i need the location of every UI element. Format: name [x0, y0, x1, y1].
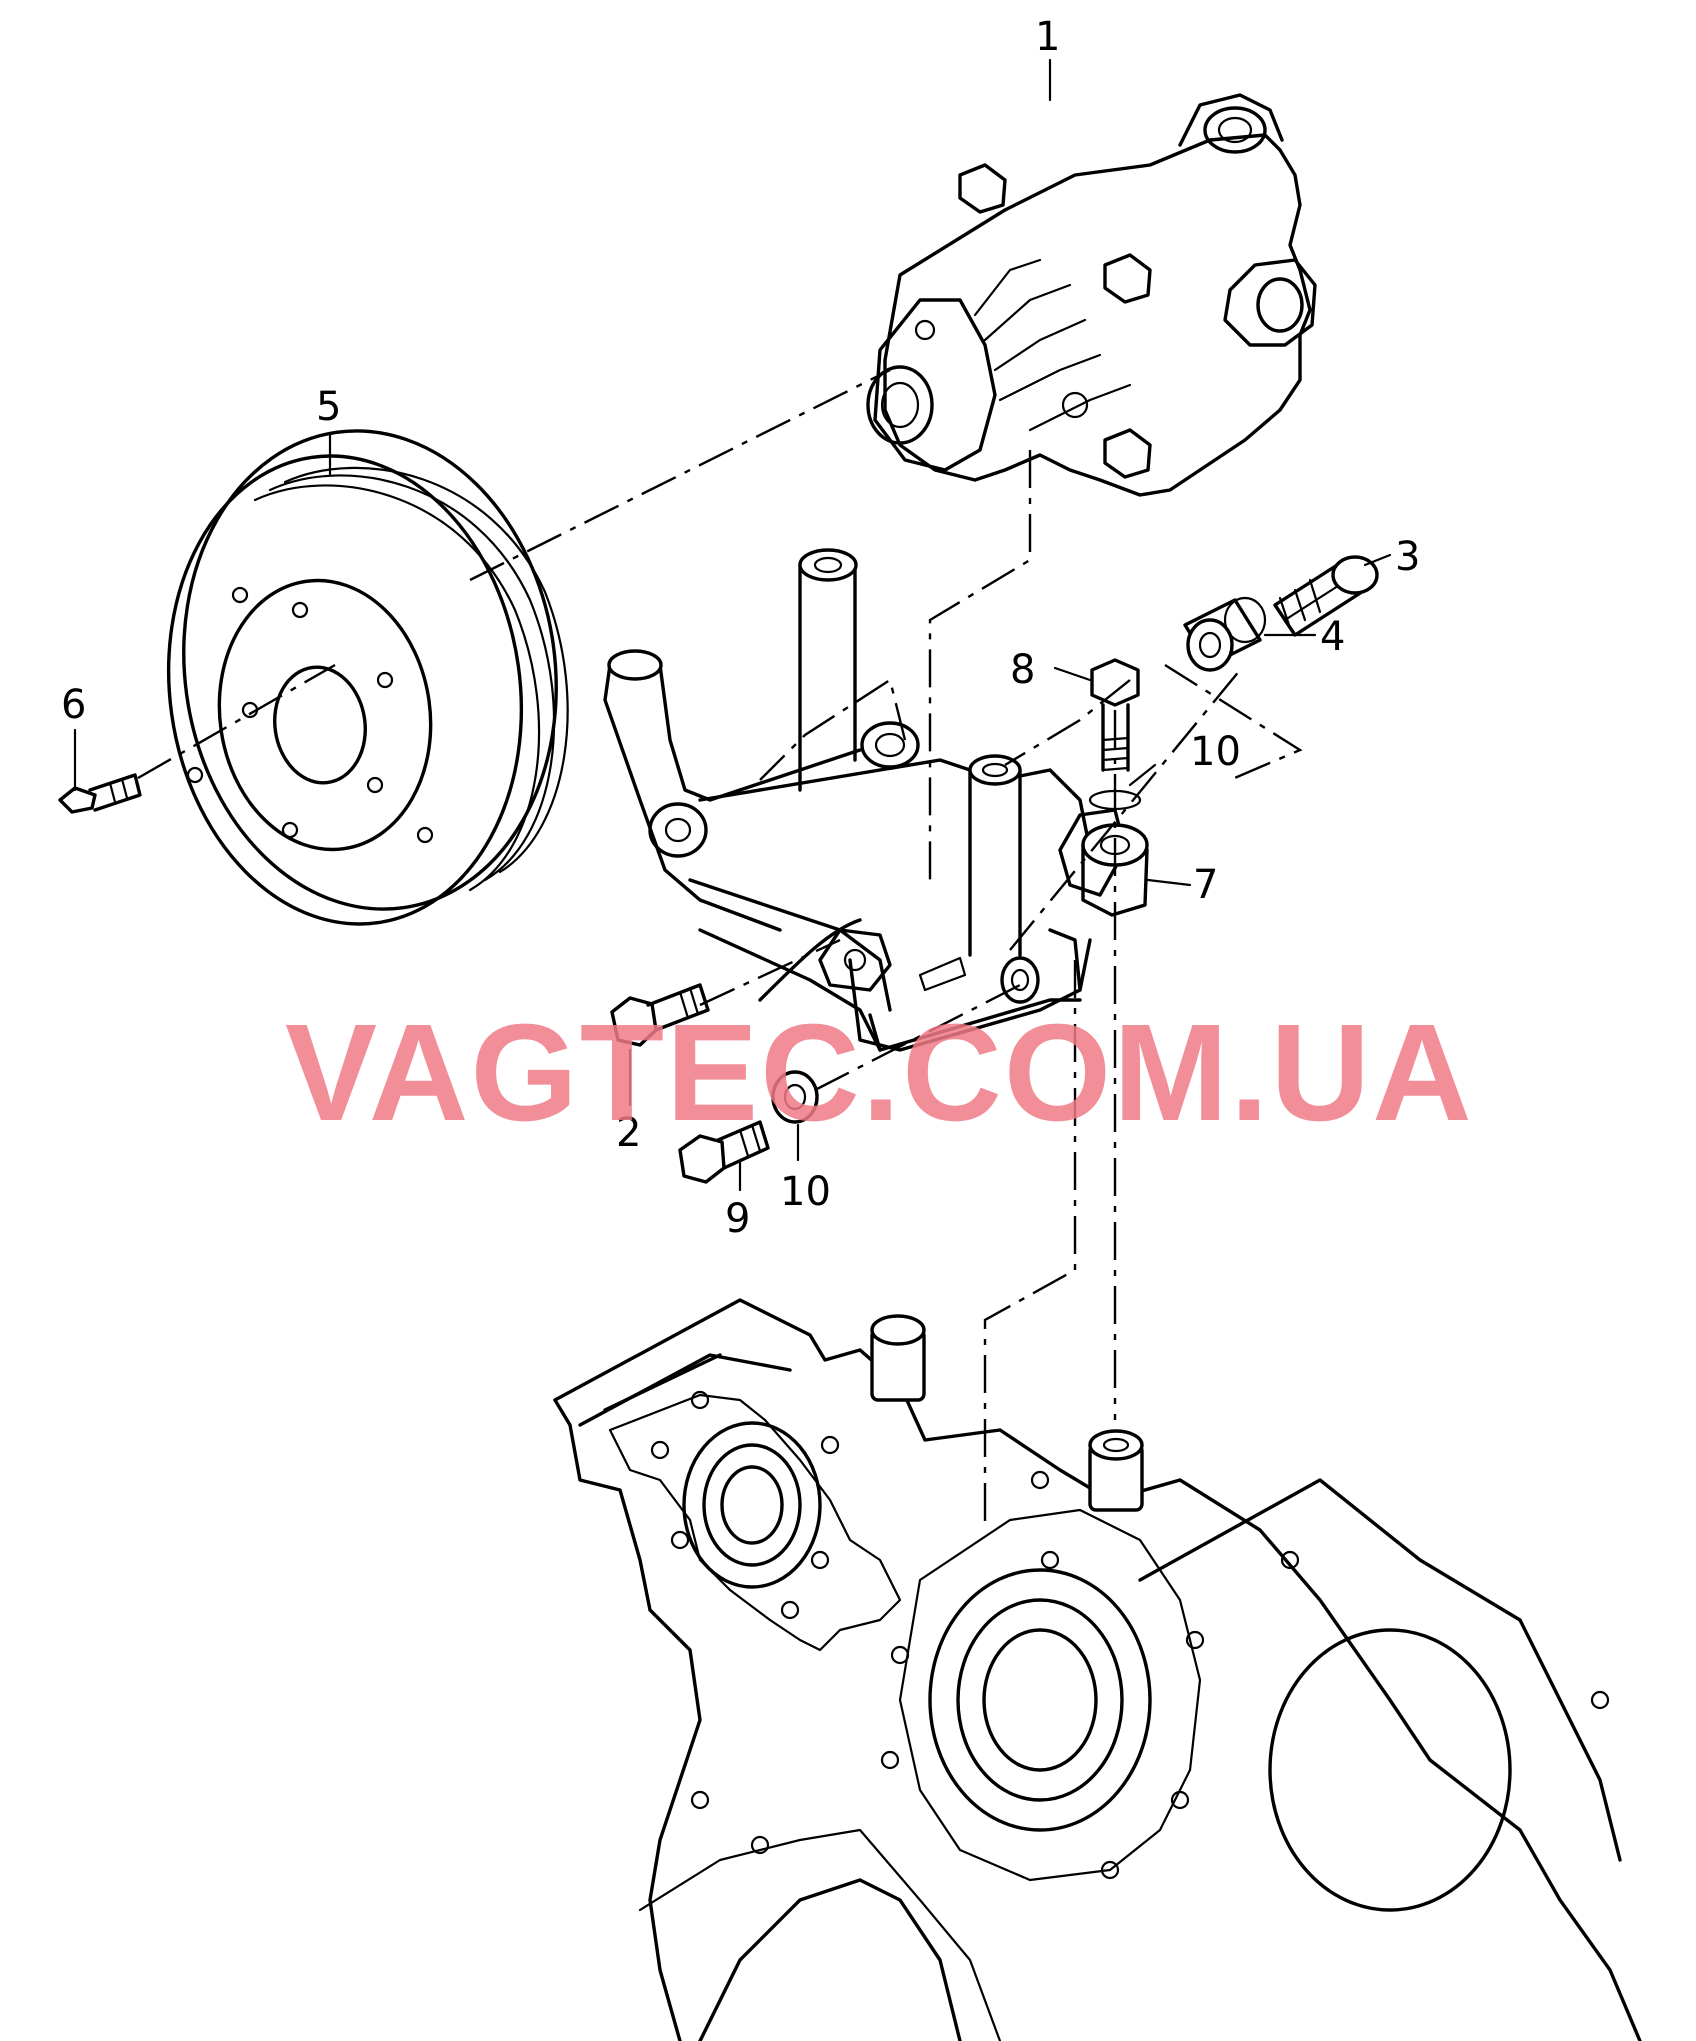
callout-4: 4 [1320, 614, 1345, 660]
callout-2: 2 [616, 1110, 641, 1156]
pump-bracket [603, 548, 1092, 1052]
callout-10-bottom: 10 [780, 1169, 831, 1215]
washer-10-bottom [771, 1070, 819, 1124]
callout-1: 1 [1035, 14, 1060, 60]
support-sleeve [1058, 808, 1149, 917]
sleeve-4 [1183, 596, 1267, 672]
callout-9: 9 [725, 1196, 750, 1242]
screw-6 [58, 773, 142, 814]
callout-leaders [73, 58, 1392, 1192]
callout-5: 5 [316, 384, 341, 430]
bolt-3 [1273, 555, 1379, 637]
pulley [166, 429, 569, 926]
assembly-lines [137, 368, 1303, 1530]
power-steering-pump [866, 93, 1317, 497]
callout-10-top: 10 [1190, 729, 1241, 775]
callout-8: 8 [1010, 647, 1035, 693]
bolt-8 [1090, 658, 1140, 772]
engine-block-cover [553, 1298, 1642, 2041]
callout-7: 7 [1193, 862, 1218, 908]
callouts: 1 2 3 4 5 6 7 8 9 10 10 [61, 14, 1420, 1242]
watermark: VAGTEC.COM.UA [285, 996, 1474, 1150]
callout-6: 6 [61, 682, 86, 728]
callout-3: 3 [1395, 534, 1420, 580]
bolt-2 [610, 983, 710, 1047]
bolt-9 [678, 1120, 770, 1184]
